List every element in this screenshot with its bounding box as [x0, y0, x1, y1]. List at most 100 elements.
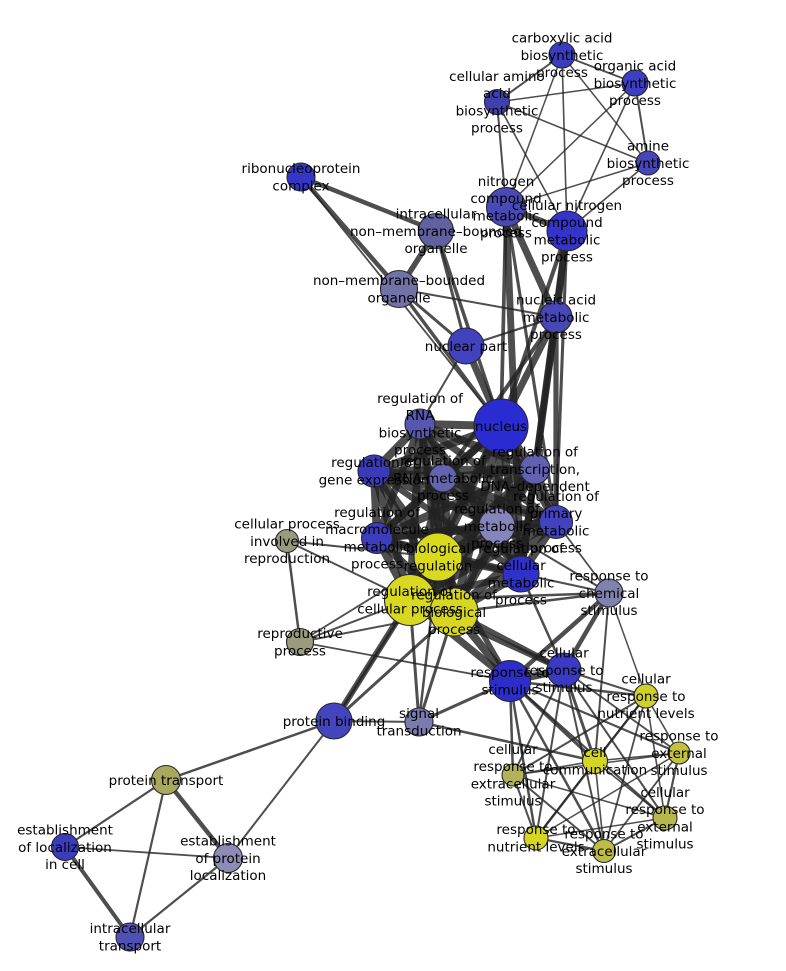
edge-rcs-rm[interactable] [496, 525, 610, 594]
edge-elc-epl[interactable] [64, 846, 229, 859]
edge-cc-rextra[interactable] [594, 760, 605, 852]
node-rp[interactable] [285, 627, 315, 657]
node-crext[interactable] [652, 805, 678, 831]
edge-rs-res[interactable] [509, 679, 680, 755]
edge-crnl-rextra[interactable] [603, 695, 647, 852]
edge-res-rnl[interactable] [535, 752, 680, 839]
edge-rge-rbp[interactable] [370, 469, 458, 614]
edge-rcmp-rge[interactable] [372, 468, 523, 577]
edge-rcs-rbp[interactable] [453, 591, 610, 614]
edge-nam-rtd[interactable] [533, 316, 558, 470]
node-st[interactable] [404, 707, 434, 737]
edge-ncm-nuc[interactable] [499, 206, 508, 427]
node-cpir[interactable] [274, 528, 300, 554]
edge-crnl-crextra[interactable] [512, 695, 647, 776]
edge-rcs-crnl[interactable] [608, 592, 647, 697]
node-cc[interactable] [581, 747, 609, 775]
node-crnl[interactable] [633, 683, 659, 709]
edge-oab-caab[interactable] [496, 82, 636, 103]
edge-cncm-nuc[interactable] [499, 230, 569, 427]
edge-crnl-crext[interactable] [645, 695, 666, 819]
edge-oab-cncm[interactable] [566, 82, 636, 232]
node-crextra[interactable] [501, 763, 525, 787]
edge-cpir-br[interactable] [286, 540, 439, 558]
edge-res-rextra[interactable] [603, 752, 680, 852]
edge-pb-pt[interactable] [165, 719, 335, 782]
node-rcs[interactable] [594, 578, 624, 608]
node-nmbo[interactable] [379, 269, 419, 309]
node-nuc[interactable] [473, 398, 529, 454]
edge-rtd-rmm[interactable] [375, 465, 537, 542]
node-rcmp[interactable] [502, 555, 540, 593]
node-rtd[interactable] [519, 453, 551, 485]
edge-rnp-inmbo[interactable] [300, 174, 437, 234]
node-oab[interactable] [621, 69, 649, 97]
edge-cab-ncm[interactable] [505, 54, 563, 208]
node-it[interactable] [115, 922, 145, 952]
node-nam[interactable] [539, 300, 573, 334]
edge-rp-rs[interactable] [299, 641, 511, 682]
edge-caab-cncm[interactable] [496, 101, 568, 232]
node-pt[interactable] [150, 764, 182, 796]
edge-elc-it[interactable] [63, 845, 132, 939]
edge-nmbo-nam[interactable] [398, 288, 557, 318]
edge-rs-crext[interactable] [509, 680, 666, 819]
edge-crextra-crext[interactable] [512, 774, 666, 819]
edge-cab-ab[interactable] [561, 54, 649, 164]
node-rmm[interactable] [360, 521, 394, 555]
edge-ab-ncm[interactable] [505, 162, 649, 208]
edge-cc-crext[interactable] [594, 760, 666, 819]
edge-pt-epl[interactable] [164, 778, 230, 860]
node-ncm[interactable] [485, 186, 527, 228]
edge-rs-crnl[interactable] [509, 679, 647, 698]
node-epl[interactable] [212, 842, 244, 874]
edge-st-cc[interactable] [418, 720, 596, 763]
edge-nmbo-nuc[interactable] [397, 287, 503, 428]
edge-oab-ncm[interactable] [505, 82, 636, 208]
node-rbp[interactable] [429, 587, 479, 637]
edge-rs-rextra[interactable] [508, 680, 606, 852]
node-ab[interactable] [635, 150, 661, 176]
node-rm[interactable] [478, 507, 516, 545]
node-rrb[interactable] [404, 408, 436, 440]
edge-ncm-nam[interactable] [502, 205, 560, 319]
node-rnp[interactable] [286, 162, 316, 192]
node-elc[interactable] [50, 832, 80, 862]
edge-rrb-rtd[interactable] [418, 420, 537, 473]
edge-nam-rrm[interactable] [441, 315, 558, 480]
node-rnl[interactable] [523, 825, 549, 851]
edge-cab-cncm[interactable] [561, 54, 568, 232]
edge-rs-rnl[interactable] [508, 680, 538, 839]
node-np[interactable] [447, 327, 485, 365]
edge-pt-elc[interactable] [64, 779, 167, 848]
node-br[interactable] [413, 532, 463, 582]
node-rge[interactable] [357, 454, 391, 488]
node-cncm[interactable] [546, 210, 588, 252]
edge-caab-ab[interactable] [496, 101, 649, 164]
edge-cpir-rp[interactable] [285, 540, 302, 643]
edge-rcs-cc[interactable] [594, 592, 610, 762]
edge-crext-rnl[interactable] [535, 817, 666, 839]
edge-pb-rbp[interactable] [332, 610, 456, 723]
edge-crs-crextra[interactable] [512, 669, 565, 776]
node-caab[interactable] [483, 88, 511, 116]
edge-rnp-nmbo[interactable] [299, 175, 401, 291]
node-crs[interactable] [546, 652, 582, 688]
edge-st-br[interactable] [417, 556, 440, 723]
node-rextra[interactable] [591, 838, 617, 864]
node-res[interactable] [667, 741, 691, 765]
edge-cncm-rpm[interactable] [554, 230, 569, 523]
node-inmbo[interactable] [417, 212, 455, 250]
node-rpm[interactable] [538, 504, 574, 540]
edge-crextra-rextra[interactable] [512, 774, 605, 852]
edge-pt-it[interactable] [128, 779, 168, 938]
edge-pb-epl[interactable] [227, 720, 335, 859]
node-cab[interactable] [548, 41, 576, 69]
node-pb[interactable] [315, 702, 353, 740]
node-rs[interactable] [488, 659, 532, 703]
edge-rp-br[interactable] [299, 556, 439, 643]
node-rrm[interactable] [428, 463, 458, 493]
edge-rcs-rs[interactable] [508, 591, 611, 683]
